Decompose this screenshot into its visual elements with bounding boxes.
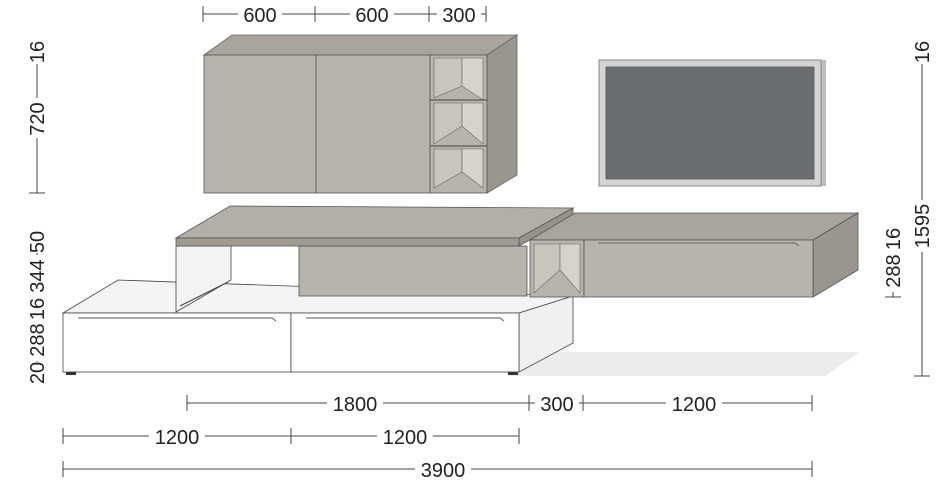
wall-cabinet-door-left: [203, 54, 317, 194]
tv-panel: [598, 59, 826, 187]
right-drawer: [583, 239, 814, 298]
dim-left-16-a: 16: [27, 41, 49, 63]
dim-1200-a: 1200: [155, 427, 200, 449]
right-compartment-inner: [559, 243, 581, 294]
drawer-grip: [78, 317, 277, 322]
dim-right-1595: 1595: [912, 204, 934, 249]
drawer-grip: [306, 317, 505, 322]
dim-1800: 1800: [333, 394, 378, 416]
dim-left-288: 288: [27, 323, 49, 356]
drawer-grip: [598, 242, 800, 247]
white-drawer-right: [290, 312, 520, 373]
top-plate-edge: [175, 237, 520, 247]
wall-cabinet: [202, 34, 519, 194]
dim-left-720: 720: [27, 102, 49, 135]
tv-screen: [605, 66, 815, 180]
foot: [66, 372, 76, 375]
dim-1200-b: 1200: [383, 427, 428, 449]
dimension-labels: 600 600 300 16 720 50 344 16 288 20 16 1…: [26, 2, 934, 482]
foot: [508, 372, 518, 375]
right-lowboard: [528, 212, 860, 298]
white-drawer-left: [62, 312, 292, 373]
floating-shelf-unit: [174, 205, 575, 313]
dim-left-50: 50: [27, 231, 49, 253]
dim-1200-right: 1200: [672, 394, 717, 416]
right-lowboard-top: [528, 212, 860, 241]
wall-cabinet-top: [202, 34, 519, 56]
wall-cabinet-side: [486, 34, 518, 194]
dim-right-inner-16: 16: [883, 228, 905, 250]
top-plate: [174, 205, 575, 239]
floor-shadow: [510, 352, 860, 376]
dim-left-344: 344: [27, 259, 49, 292]
dim-top-600-a: 600: [243, 5, 276, 27]
dim-total-3900: 3900: [421, 460, 466, 482]
dim-left-20: 20: [27, 362, 49, 384]
wall-cabinet-door-right: [315, 54, 431, 194]
dim-top-300: 300: [442, 5, 475, 27]
dim-300: 300: [540, 394, 573, 416]
dim-right-inner-288: 288: [883, 254, 905, 287]
dim-top-600-b: 600: [355, 5, 388, 27]
shelf-compartment: [461, 148, 484, 189]
grey-hanging-box: [298, 245, 528, 297]
dim-left-16-b: 16: [27, 298, 49, 320]
shelf-compartment: [461, 102, 484, 145]
dim-right-16: 16: [912, 41, 934, 63]
